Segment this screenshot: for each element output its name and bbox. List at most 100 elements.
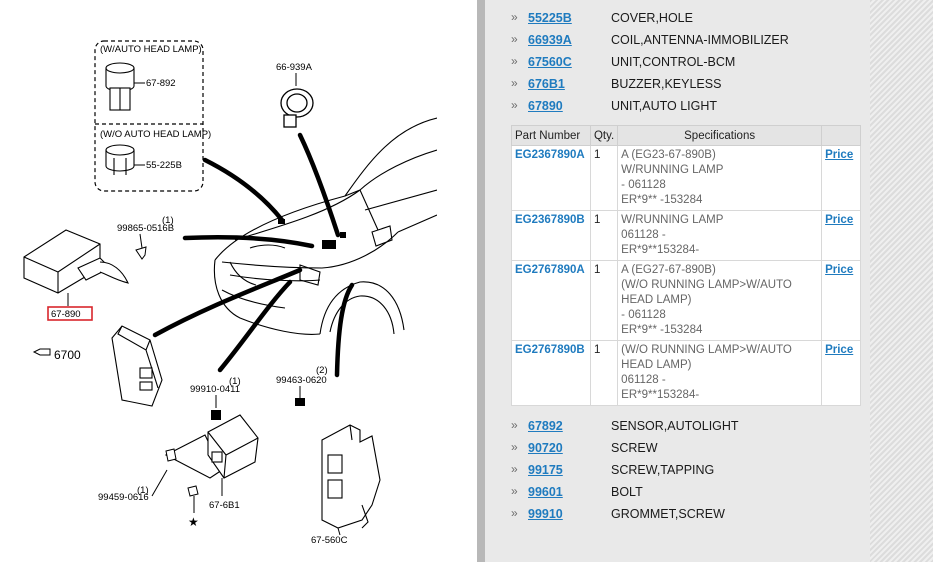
header-price <box>821 125 861 146</box>
label-99865-0516b: 99865-0516B <box>117 223 174 234</box>
spec-line: W/RUNNING LAMP <box>621 214 724 226</box>
price-link[interactable]: Price <box>821 340 861 406</box>
spec-line: HEAD LAMP) <box>621 294 692 306</box>
bullet-arrow-icon: » <box>511 440 518 454</box>
scrollbar[interactable] <box>477 0 485 562</box>
row-qty: 1 <box>589 340 619 406</box>
part-description: COVER,HOLE <box>611 11 693 25</box>
part-row: » 676B1 BUZZER,KEYLESS <box>485 73 870 95</box>
spec-line: (W/O RUNNING LAMP>W/AUTO <box>621 344 792 356</box>
car-outline-drawing <box>213 117 437 335</box>
autolight-sensor-drawing <box>105 62 135 111</box>
part-number-link[interactable]: 676B1 <box>528 77 565 91</box>
highlight-box-67-890 <box>47 306 93 321</box>
bullet-arrow-icon: » <box>511 98 518 112</box>
part-description: SENSOR,AUTOLIGHT <box>611 419 739 433</box>
part-number-link[interactable]: 99601 <box>528 485 563 499</box>
label-99459-0616: 99459-0616 <box>98 492 149 503</box>
row-part-number[interactable]: EG2767890A <box>511 260 591 341</box>
part-description: SCREW,TAPPING <box>611 463 715 477</box>
spec-line: W/RUNNING LAMP <box>621 164 724 176</box>
variant-group-box <box>94 40 204 192</box>
part-number-link[interactable]: 67890 <box>528 99 563 113</box>
part-number-link[interactable]: 99175 <box>528 463 563 477</box>
part-number-link[interactable]: 66939A <box>528 33 572 47</box>
price-link[interactable]: Price <box>821 210 861 261</box>
header-specifications: Specifications <box>617 125 823 146</box>
label-55-225b: 55-225B <box>146 160 182 171</box>
label-67-560c: 67-560C <box>311 535 348 546</box>
bullet-arrow-icon: » <box>511 10 518 24</box>
bullet-arrow-icon: » <box>511 76 518 90</box>
part-row: » 99175 SCREW,TAPPING <box>485 459 870 481</box>
part-description: BUZZER,KEYLESS <box>611 77 722 91</box>
spec-line: 061128 - <box>621 374 666 386</box>
label-99463-qty: (2) <box>316 365 328 376</box>
spec-line: ER*9**153284- <box>621 389 700 401</box>
price-link[interactable]: Price <box>821 260 861 341</box>
label-67-890: 67-890 <box>51 309 81 320</box>
spec-line: A (EG27-67-890B) <box>621 264 716 276</box>
label-99463-0620: 99463-0620 <box>276 375 327 386</box>
panel-divider <box>437 0 477 562</box>
part-number-link[interactable]: 99910 <box>528 507 563 521</box>
spec-line: - 061128 <box>621 309 666 321</box>
label-99910-0411: 99910-0411 <box>190 384 240 395</box>
label-6700: 6700 <box>54 348 81 362</box>
keyless-buzzer-drawing <box>164 414 259 479</box>
part-row: » 99601 BOLT <box>485 481 870 503</box>
bullet-arrow-icon: » <box>511 462 518 476</box>
spec-line: ER*9**153284- <box>621 244 700 256</box>
part-number-link[interactable]: 67560C <box>528 55 572 69</box>
part-description: SCREW <box>611 441 658 455</box>
specifications-table: Part Number Qty. Specifications EG236789… <box>511 125 861 406</box>
part-number-link[interactable]: 55225B <box>528 11 572 25</box>
spec-line: ER*9** -153284 <box>621 194 703 206</box>
part-description: BOLT <box>611 485 643 499</box>
label-67-6b1: 67-6B1 <box>209 500 240 511</box>
part-description: COIL,ANTENNA-IMMOBILIZER <box>611 33 789 47</box>
group-label-without: (W/O AUTO HEAD LAMP) <box>100 129 211 140</box>
row-specifications: A (EG27-67-890B)(W/O RUNNING LAMP>W/AUTO… <box>617 260 823 341</box>
label-99910-qty: (1) <box>229 376 241 387</box>
spec-line: 061128 - <box>621 229 666 241</box>
bcm-module-drawing <box>111 325 163 407</box>
row-qty: 1 <box>589 145 619 211</box>
price-link[interactable]: Price <box>821 145 861 211</box>
page-background-texture <box>870 0 933 562</box>
label-99865-qty: (1) <box>162 215 174 226</box>
leader-lines <box>152 132 355 378</box>
spec-line: A (EG23-67-890B) <box>621 149 716 161</box>
part-number-link[interactable]: 90720 <box>528 441 563 455</box>
spec-line: - 061128 <box>621 179 666 191</box>
part-description: UNIT,CONTROL-BCM <box>611 55 736 69</box>
part-row: » 99910 GROMMET,SCREW <box>485 503 870 525</box>
star-marker: ★ <box>188 515 199 529</box>
label-66-939a: 66-939A <box>276 62 313 73</box>
exploded-view-drawing: (W/AUTO HEAD LAMP) (W/O AUTO HEAD LAMP) … <box>23 40 437 546</box>
row-part-number[interactable]: EG2767890B <box>511 340 591 406</box>
label-67-892: 67-892 <box>146 78 176 89</box>
row-part-number[interactable]: EG2367890B <box>511 210 591 261</box>
bullet-arrow-icon: » <box>511 484 518 498</box>
parts-catalog-panel: » 55225B COVER,HOLE » 66939A COIL,ANTENNA-IMM… <box>485 0 870 562</box>
table-header-row: Part Number Qty. Specifications <box>511 125 861 146</box>
part-number-link[interactable]: 67892 <box>528 419 563 433</box>
part-description: GROMMET,SCREW <box>611 507 725 521</box>
part-row: » 90720 SCREW <box>485 437 870 459</box>
auto-light-unit-drawing <box>23 229 129 294</box>
header-part-number: Part Number <box>511 125 591 146</box>
row-part-number[interactable]: EG2367890A <box>511 145 591 211</box>
bullet-arrow-icon: » <box>511 506 518 520</box>
part-row: » 55225B COVER,HOLE <box>485 7 870 29</box>
spec-line: ER*9** -153284 <box>621 324 703 336</box>
parts-diagram: (W/AUTO HEAD LAMP) (W/O AUTO HEAD LAMP) … <box>0 0 437 562</box>
hole-cover-drawing <box>105 144 135 175</box>
